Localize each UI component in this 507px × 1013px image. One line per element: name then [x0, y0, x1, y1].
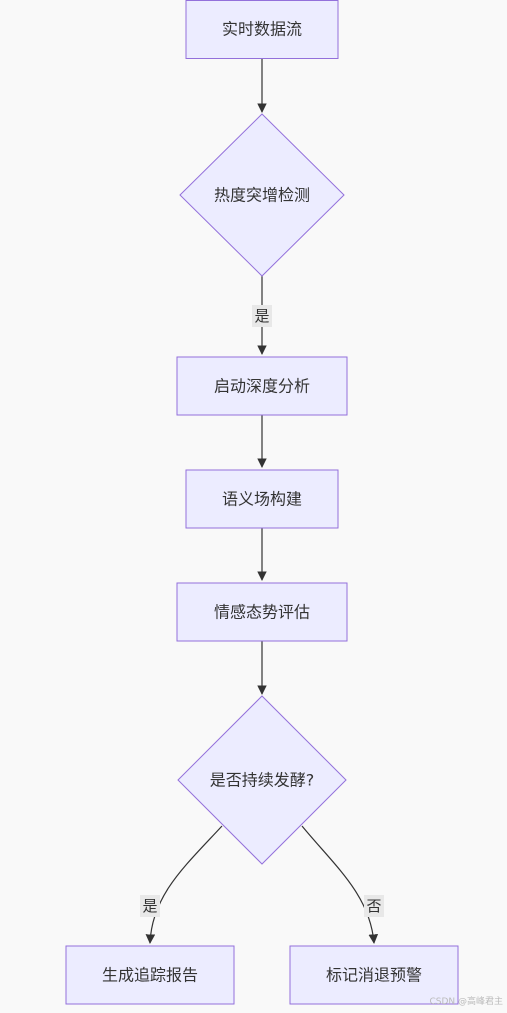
node-keep-fermenting-text: 是否持续发酵? [210, 771, 315, 790]
node-heat-spike-detect: 热度突增检测 [179, 113, 345, 277]
node-cancel-alert: 标记消退预警 [289, 945, 459, 1005]
edge-label-yes-2: 是 [140, 895, 160, 917]
node-deep-analysis-text: 启动深度分析 [214, 377, 310, 396]
node-keep-fermenting: 是否持续发酵? [177, 695, 347, 865]
edge-decision-to-cancel [301, 825, 379, 944]
node-tracking-report-text: 生成追踪报告 [102, 966, 198, 985]
edge-label-yes-1-text: 是 [254, 307, 269, 325]
node-heat-spike-detect-text: 热度突增检测 [214, 186, 310, 205]
edge-label-yes-1: 是 [252, 305, 272, 327]
node-realtime-stream-text: 实时数据流 [222, 20, 302, 39]
watermark: CSDN @高峰君主 [429, 995, 503, 1007]
node-deep-analysis: 启动深度分析 [176, 356, 348, 416]
edge-label-yes-2-text: 是 [142, 897, 157, 915]
edge-decision-to-report [145, 825, 223, 944]
edge-label-no-text: 否 [366, 897, 381, 915]
node-semantic-field: 语义场构建 [185, 469, 339, 529]
node-realtime-stream: 实时数据流 [185, 0, 339, 59]
edges [145, 59, 379, 944]
edge-label-no: 否 [364, 895, 384, 917]
node-sentiment-eval: 情感态势评估 [176, 582, 348, 642]
node-cancel-alert-text: 标记消退预警 [326, 966, 422, 985]
node-tracking-report: 生成追踪报告 [65, 945, 235, 1005]
node-sentiment-eval-text: 情感态势评估 [214, 603, 310, 622]
node-semantic-field-text: 语义场构建 [222, 490, 302, 509]
